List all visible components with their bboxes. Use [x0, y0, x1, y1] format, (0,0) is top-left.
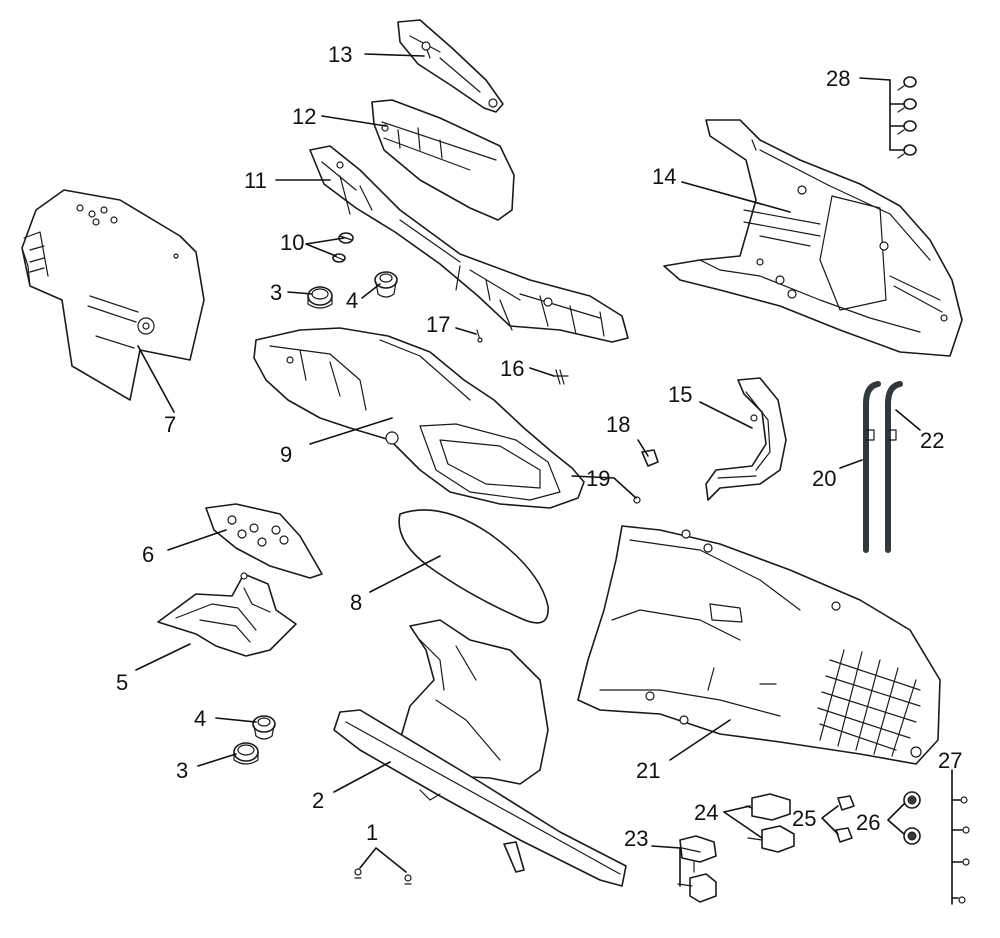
part-4-bushing-lower [252, 715, 276, 740]
part-23-bolts [677, 835, 717, 903]
callout-12: 12 [292, 104, 316, 129]
part-15-rear-handle [705, 377, 787, 501]
callout-21: 21 [636, 758, 660, 783]
part-11-frame-rail [309, 145, 629, 343]
callout-11: 11 [244, 168, 267, 193]
callout-24: 24 [694, 800, 718, 825]
callout-23: 23 [624, 826, 648, 851]
part-13-small-cover [397, 19, 504, 113]
callout-15: 15 [668, 382, 692, 407]
callout-3-lower: 3 [176, 758, 188, 783]
part-26-nuts [903, 791, 921, 845]
part-1-screws [354, 868, 412, 885]
callout-26: 26 [856, 810, 880, 835]
part-5-bracket [157, 572, 297, 657]
part-21-floor-panel [577, 525, 941, 765]
part-17-screw [476, 329, 483, 343]
part-3-grommet-upper [307, 286, 333, 309]
part-22-trim-strip [885, 381, 903, 553]
callout-18: 18 [606, 412, 630, 437]
callout-6: 6 [142, 542, 154, 567]
leader-lines [135, 53, 963, 905]
callout-2: 2 [312, 788, 324, 813]
callout-10: 10 [280, 230, 304, 255]
part-20-trim-strip [863, 381, 881, 553]
part-18-nut [641, 449, 659, 467]
part-7-side-panel [21, 189, 205, 401]
callout-27: 27 [938, 748, 962, 773]
callout-5: 5 [116, 670, 128, 695]
callout-13: 13 [328, 42, 352, 67]
callout-25: 25 [792, 806, 816, 831]
callout-8: 8 [350, 590, 362, 615]
callout-9: 9 [280, 442, 292, 467]
callout-17: 17 [426, 312, 450, 337]
part-9-inner-body [253, 327, 585, 509]
callout-14: 14 [652, 164, 676, 189]
part-2-lower-frame [333, 619, 627, 887]
callout-labels: 13 12 11 10 3 4 17 16 14 28 15 7 9 18 19… [116, 42, 962, 851]
callout-19: 19 [586, 466, 610, 491]
part-14-rear-frame [663, 119, 963, 357]
part-25-nuts [835, 795, 855, 843]
callout-1: 1 [366, 820, 378, 845]
callout-7: 7 [164, 412, 176, 437]
part-16-spring [553, 369, 569, 385]
part-27-screws [958, 796, 970, 904]
callout-16: 16 [500, 356, 524, 381]
part-10-clips [332, 232, 354, 263]
callout-4-upper: 4 [346, 288, 358, 313]
part-6-cover-plate [205, 503, 323, 579]
part-12-cover-panel [371, 99, 515, 221]
callout-22: 22 [920, 428, 944, 453]
part-3-grommet-lower [233, 742, 259, 765]
part-28-bolts [897, 76, 917, 159]
callout-20: 20 [812, 466, 836, 491]
part-24-bolts [745, 793, 795, 853]
callout-28: 28 [826, 66, 850, 91]
callout-4-lower: 4 [194, 706, 206, 731]
callout-3-upper: 3 [270, 280, 282, 305]
